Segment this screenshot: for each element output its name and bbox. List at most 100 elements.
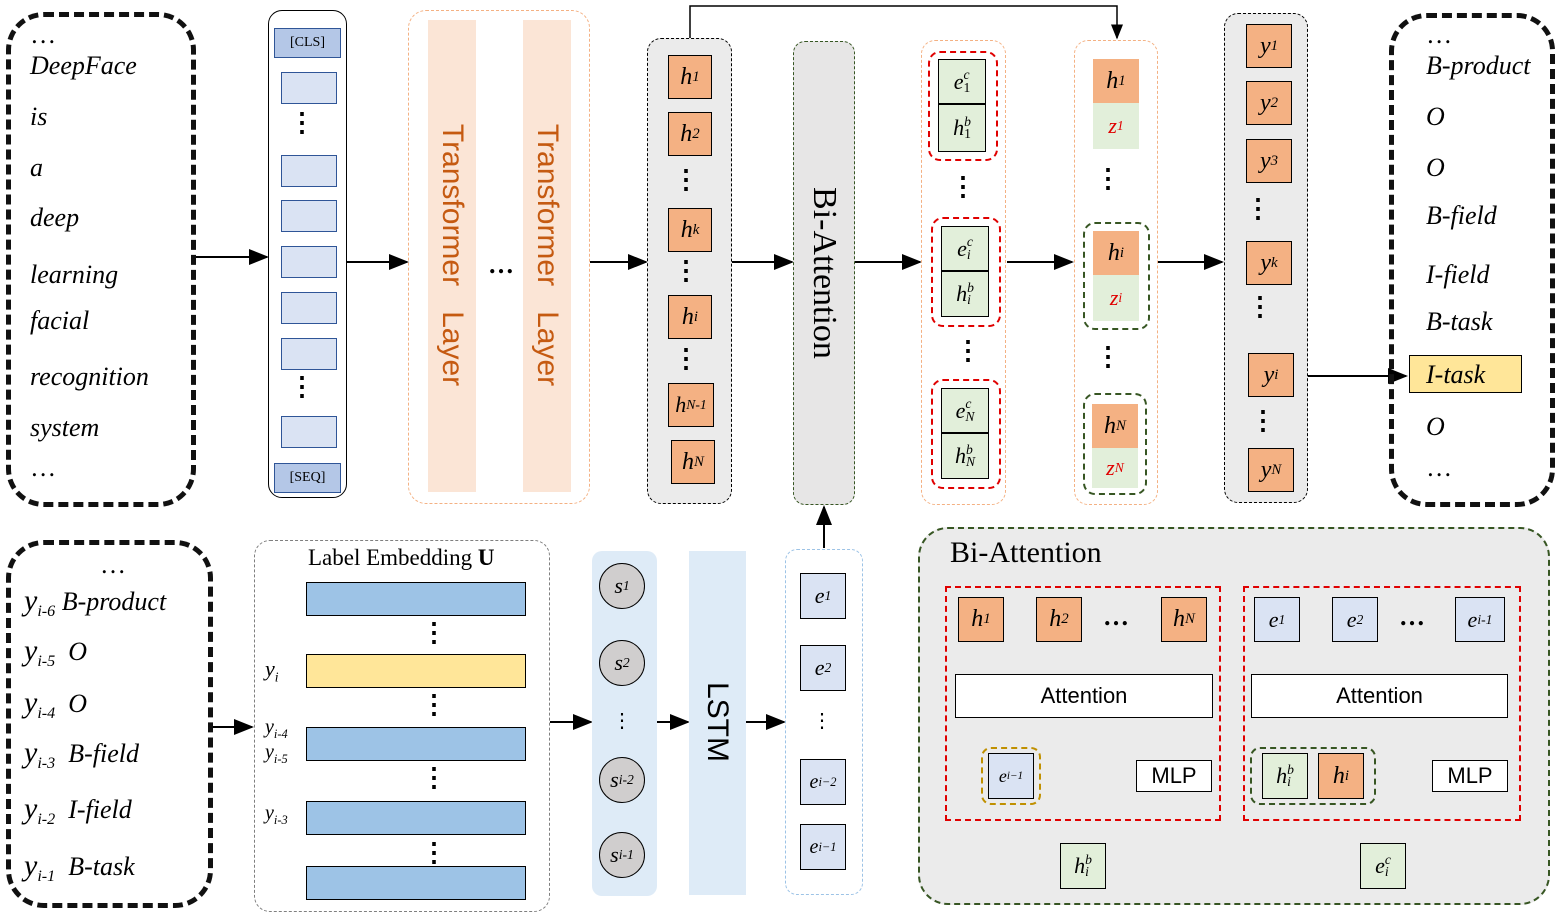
vertical-ellipsis: ⋮: [289, 108, 315, 137]
lstm-label: LSTM: [701, 681, 734, 763]
previous-label-row: yi-4 O: [24, 686, 88, 723]
vertical-ellipsis: ⋮: [421, 838, 447, 867]
highlighted-tag-box: [1409, 355, 1522, 393]
vertical-ellipsis: ⋮: [421, 690, 447, 719]
input-sentence-panel: [6, 12, 196, 507]
vertical-ellipsis: ⋮: [1095, 164, 1121, 193]
vertical-ellipsis: ⋮: [673, 344, 699, 373]
bi-attention-block: [793, 41, 855, 505]
token-slot: [281, 72, 337, 104]
embedding-row-label: yi: [265, 656, 279, 685]
label-vectors-panel: [785, 549, 863, 895]
token-slot: [281, 200, 337, 232]
vertical-ellipsis: ⋮: [1247, 292, 1273, 321]
input-token: system: [30, 413, 100, 442]
fused-panel: [921, 40, 1006, 505]
output-tag: O: [1426, 412, 1445, 441]
previous-label-row: yi-2 I-field: [24, 792, 132, 829]
output-tag: …: [1428, 453, 1452, 482]
transformer-label: Transformer Layer: [436, 123, 469, 387]
previous-label-row: yi-3 B-field: [24, 736, 139, 773]
embedding-row-label: yi-5: [265, 741, 288, 766]
previous-labels-panel: [6, 540, 213, 908]
token-embedding-panel: [268, 10, 347, 498]
token-slot: [281, 246, 337, 278]
previous-label-row: yi-1 B-task: [24, 849, 135, 886]
horizontal-ellipsis: …: [488, 250, 514, 279]
output-tags-panel: [1389, 13, 1555, 507]
horizontal-ellipsis: …: [1399, 602, 1425, 631]
vertical-ellipsis: ⋮: [421, 618, 447, 647]
mlp-box: MLP: [1432, 760, 1508, 792]
previous-labels-ellipsis: …: [100, 550, 126, 579]
input-token: is: [30, 102, 48, 131]
token-slot: [281, 338, 337, 370]
embedding-row-label: yi-3: [265, 802, 288, 827]
token-slot: [281, 416, 337, 448]
output-tag: I-field: [1426, 260, 1490, 289]
input-token: learning: [30, 260, 119, 289]
hz-group: [1083, 222, 1150, 330]
transformer-stack-panel: [408, 10, 590, 504]
horizontal-ellipsis: …: [1103, 602, 1129, 631]
embedding-row: [306, 866, 526, 900]
context-attention-block: [1243, 586, 1521, 821]
transformer-label: Transformer Layer: [531, 123, 564, 387]
embedding-row-label: yi-4: [265, 716, 288, 741]
skip-connection: [689, 5, 1123, 40]
attention-box: Attention: [1251, 674, 1508, 718]
lstm-block: [689, 551, 746, 895]
hz-group: [1083, 393, 1147, 495]
transformer-layer: [523, 20, 571, 492]
fused-group: [931, 379, 1001, 489]
embedding-row: [306, 582, 526, 616]
vertical-ellipsis: ⋮: [612, 710, 632, 732]
output-tag: O: [1426, 153, 1445, 182]
vertical-ellipsis: ⋮: [1095, 342, 1121, 371]
input-token: DeepFace: [30, 51, 137, 80]
vertical-ellipsis: ⋮: [950, 172, 976, 201]
vertical-ellipsis: ⋮: [1250, 406, 1276, 435]
input-token: facial: [30, 306, 90, 335]
vertical-ellipsis: ⋮: [812, 710, 832, 732]
attention-box: Attention: [955, 674, 1213, 718]
input-token: …: [32, 20, 56, 49]
vertical-ellipsis: ⋮: [1245, 194, 1271, 223]
label-embedding-title: Label Embedding U: [308, 545, 495, 570]
bi-attention-label: Bi-Attention: [806, 187, 843, 359]
output-tag-highlighted: I-task: [1426, 360, 1486, 389]
input-token: a: [30, 153, 43, 182]
output-tag: …: [1428, 20, 1452, 49]
mlp-box: MLP: [1136, 760, 1212, 792]
label-embedding-panel: [254, 540, 550, 912]
